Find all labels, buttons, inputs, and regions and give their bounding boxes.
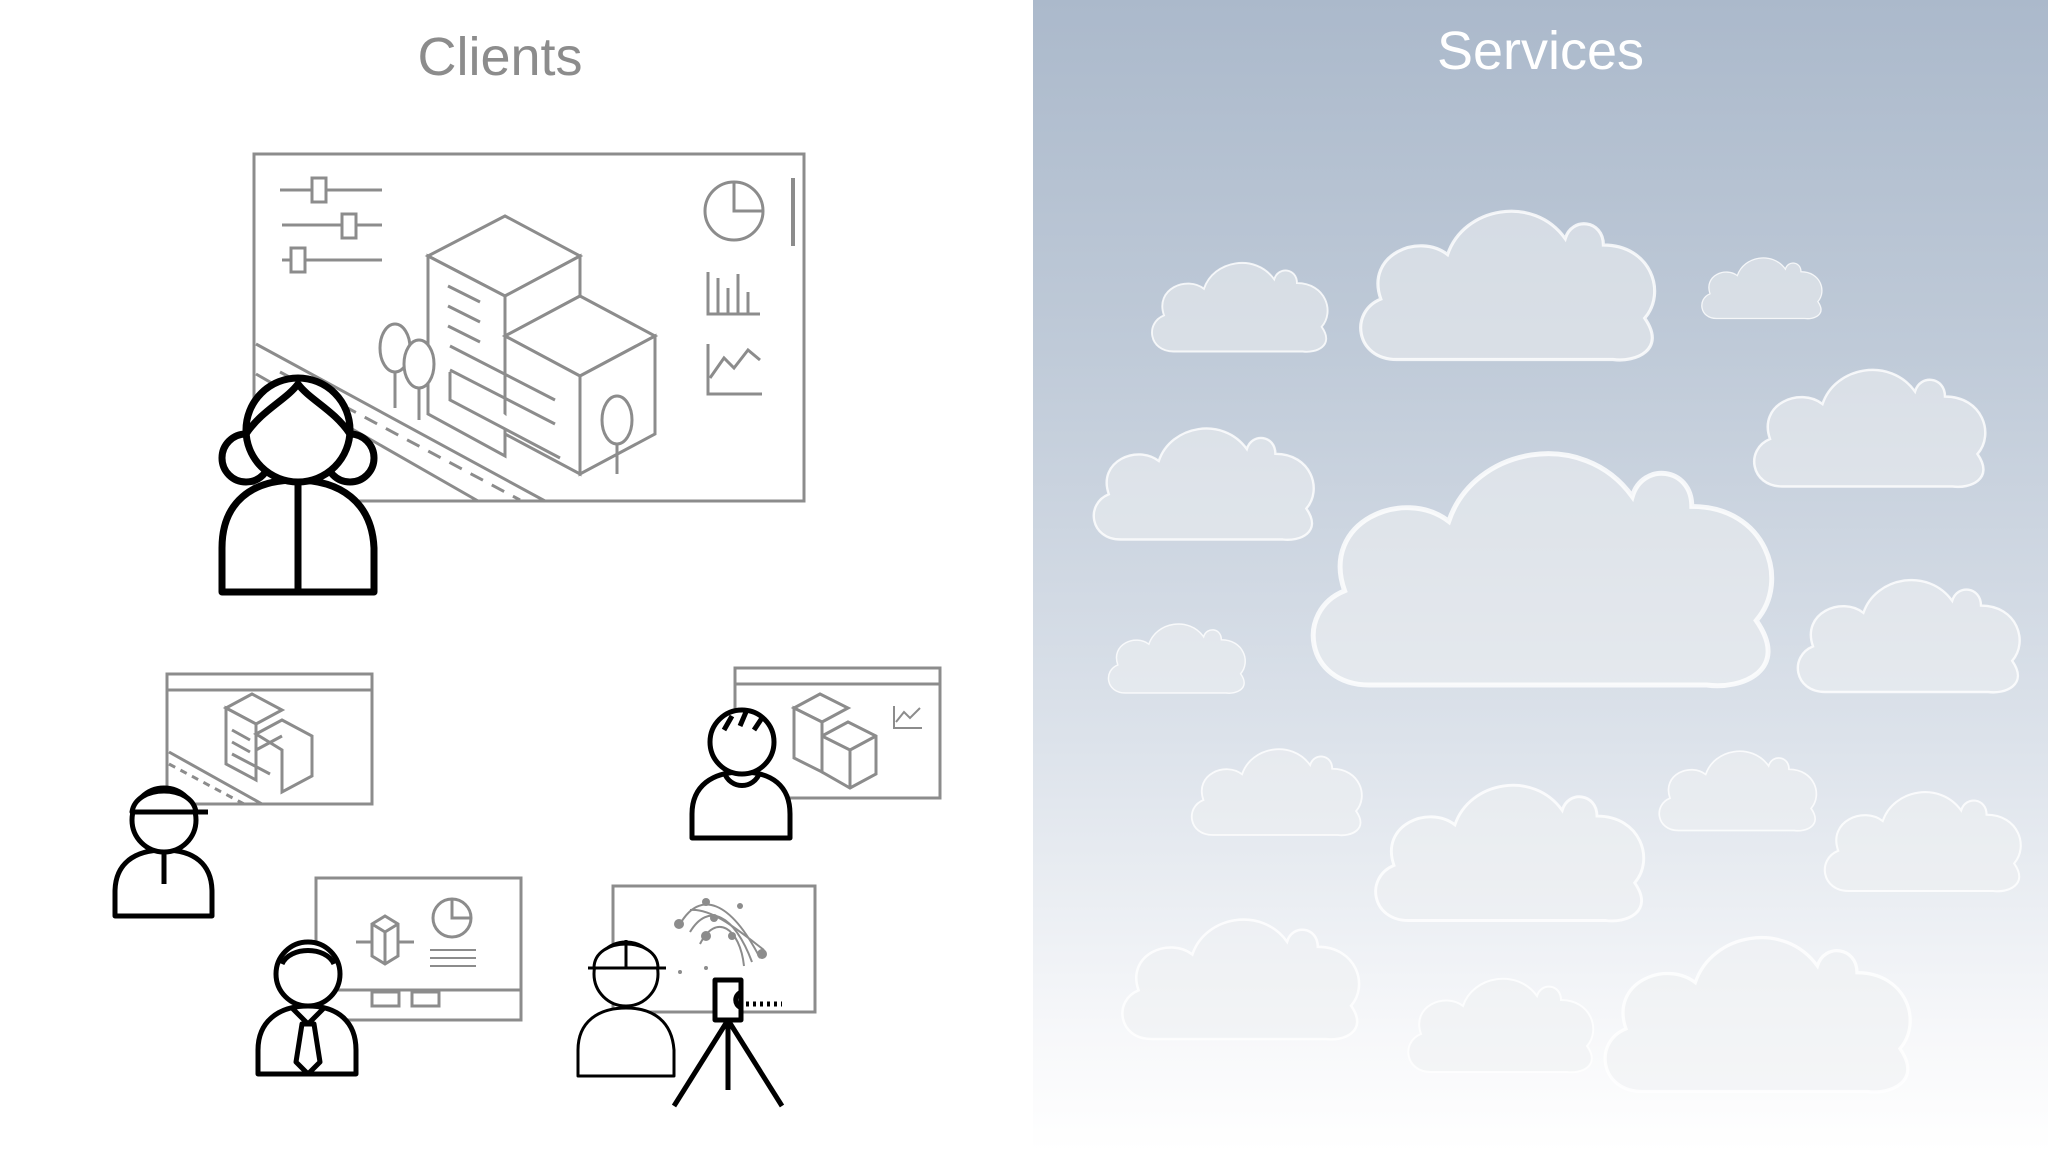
cloud-icon (1796, 578, 2022, 694)
tree-icon (378, 322, 634, 474)
screen-dashboard (314, 876, 523, 1022)
cloud-icon (1107, 623, 1247, 695)
clients-title: Clients (417, 27, 583, 87)
cloud-icon (1313, 454, 1771, 686)
sliders-icon (280, 176, 382, 274)
cloud-icon (1752, 368, 1987, 489)
clouds-illustration (1092, 209, 2023, 1094)
services-panel: Services (1033, 0, 2048, 1152)
screen-building (165, 672, 374, 806)
cloud-icon (1120, 918, 1361, 1041)
main-screen (252, 152, 806, 503)
clients-illustration (112, 152, 942, 1108)
cloud-icon (1190, 748, 1363, 837)
person-icon (218, 374, 378, 596)
cloud-icon (1092, 426, 1316, 542)
cloud-icon (1373, 783, 1646, 923)
cloud-icon (1603, 935, 1912, 1094)
services-title: Services (1436, 21, 1645, 81)
cloud-icon (1701, 257, 1823, 320)
cloud-icon (1658, 750, 1818, 832)
cloud-icon (1407, 977, 1595, 1074)
cloud-icon (1823, 790, 2023, 893)
cloud-icon (1150, 261, 1329, 353)
person-icon (689, 707, 793, 841)
screen-building-chart (733, 666, 942, 800)
person-icon (255, 939, 359, 1077)
clients-panel: Clients (112, 27, 942, 1108)
pie-chart-icon (703, 180, 765, 242)
building-icon (424, 214, 659, 477)
line-chart-icon (706, 344, 762, 396)
cloud-icon (1358, 209, 1657, 362)
tripod-scanner-icon (671, 977, 785, 1108)
person-icon (576, 940, 676, 1078)
bar-chart-icon (706, 272, 760, 316)
person-icon (112, 785, 215, 919)
